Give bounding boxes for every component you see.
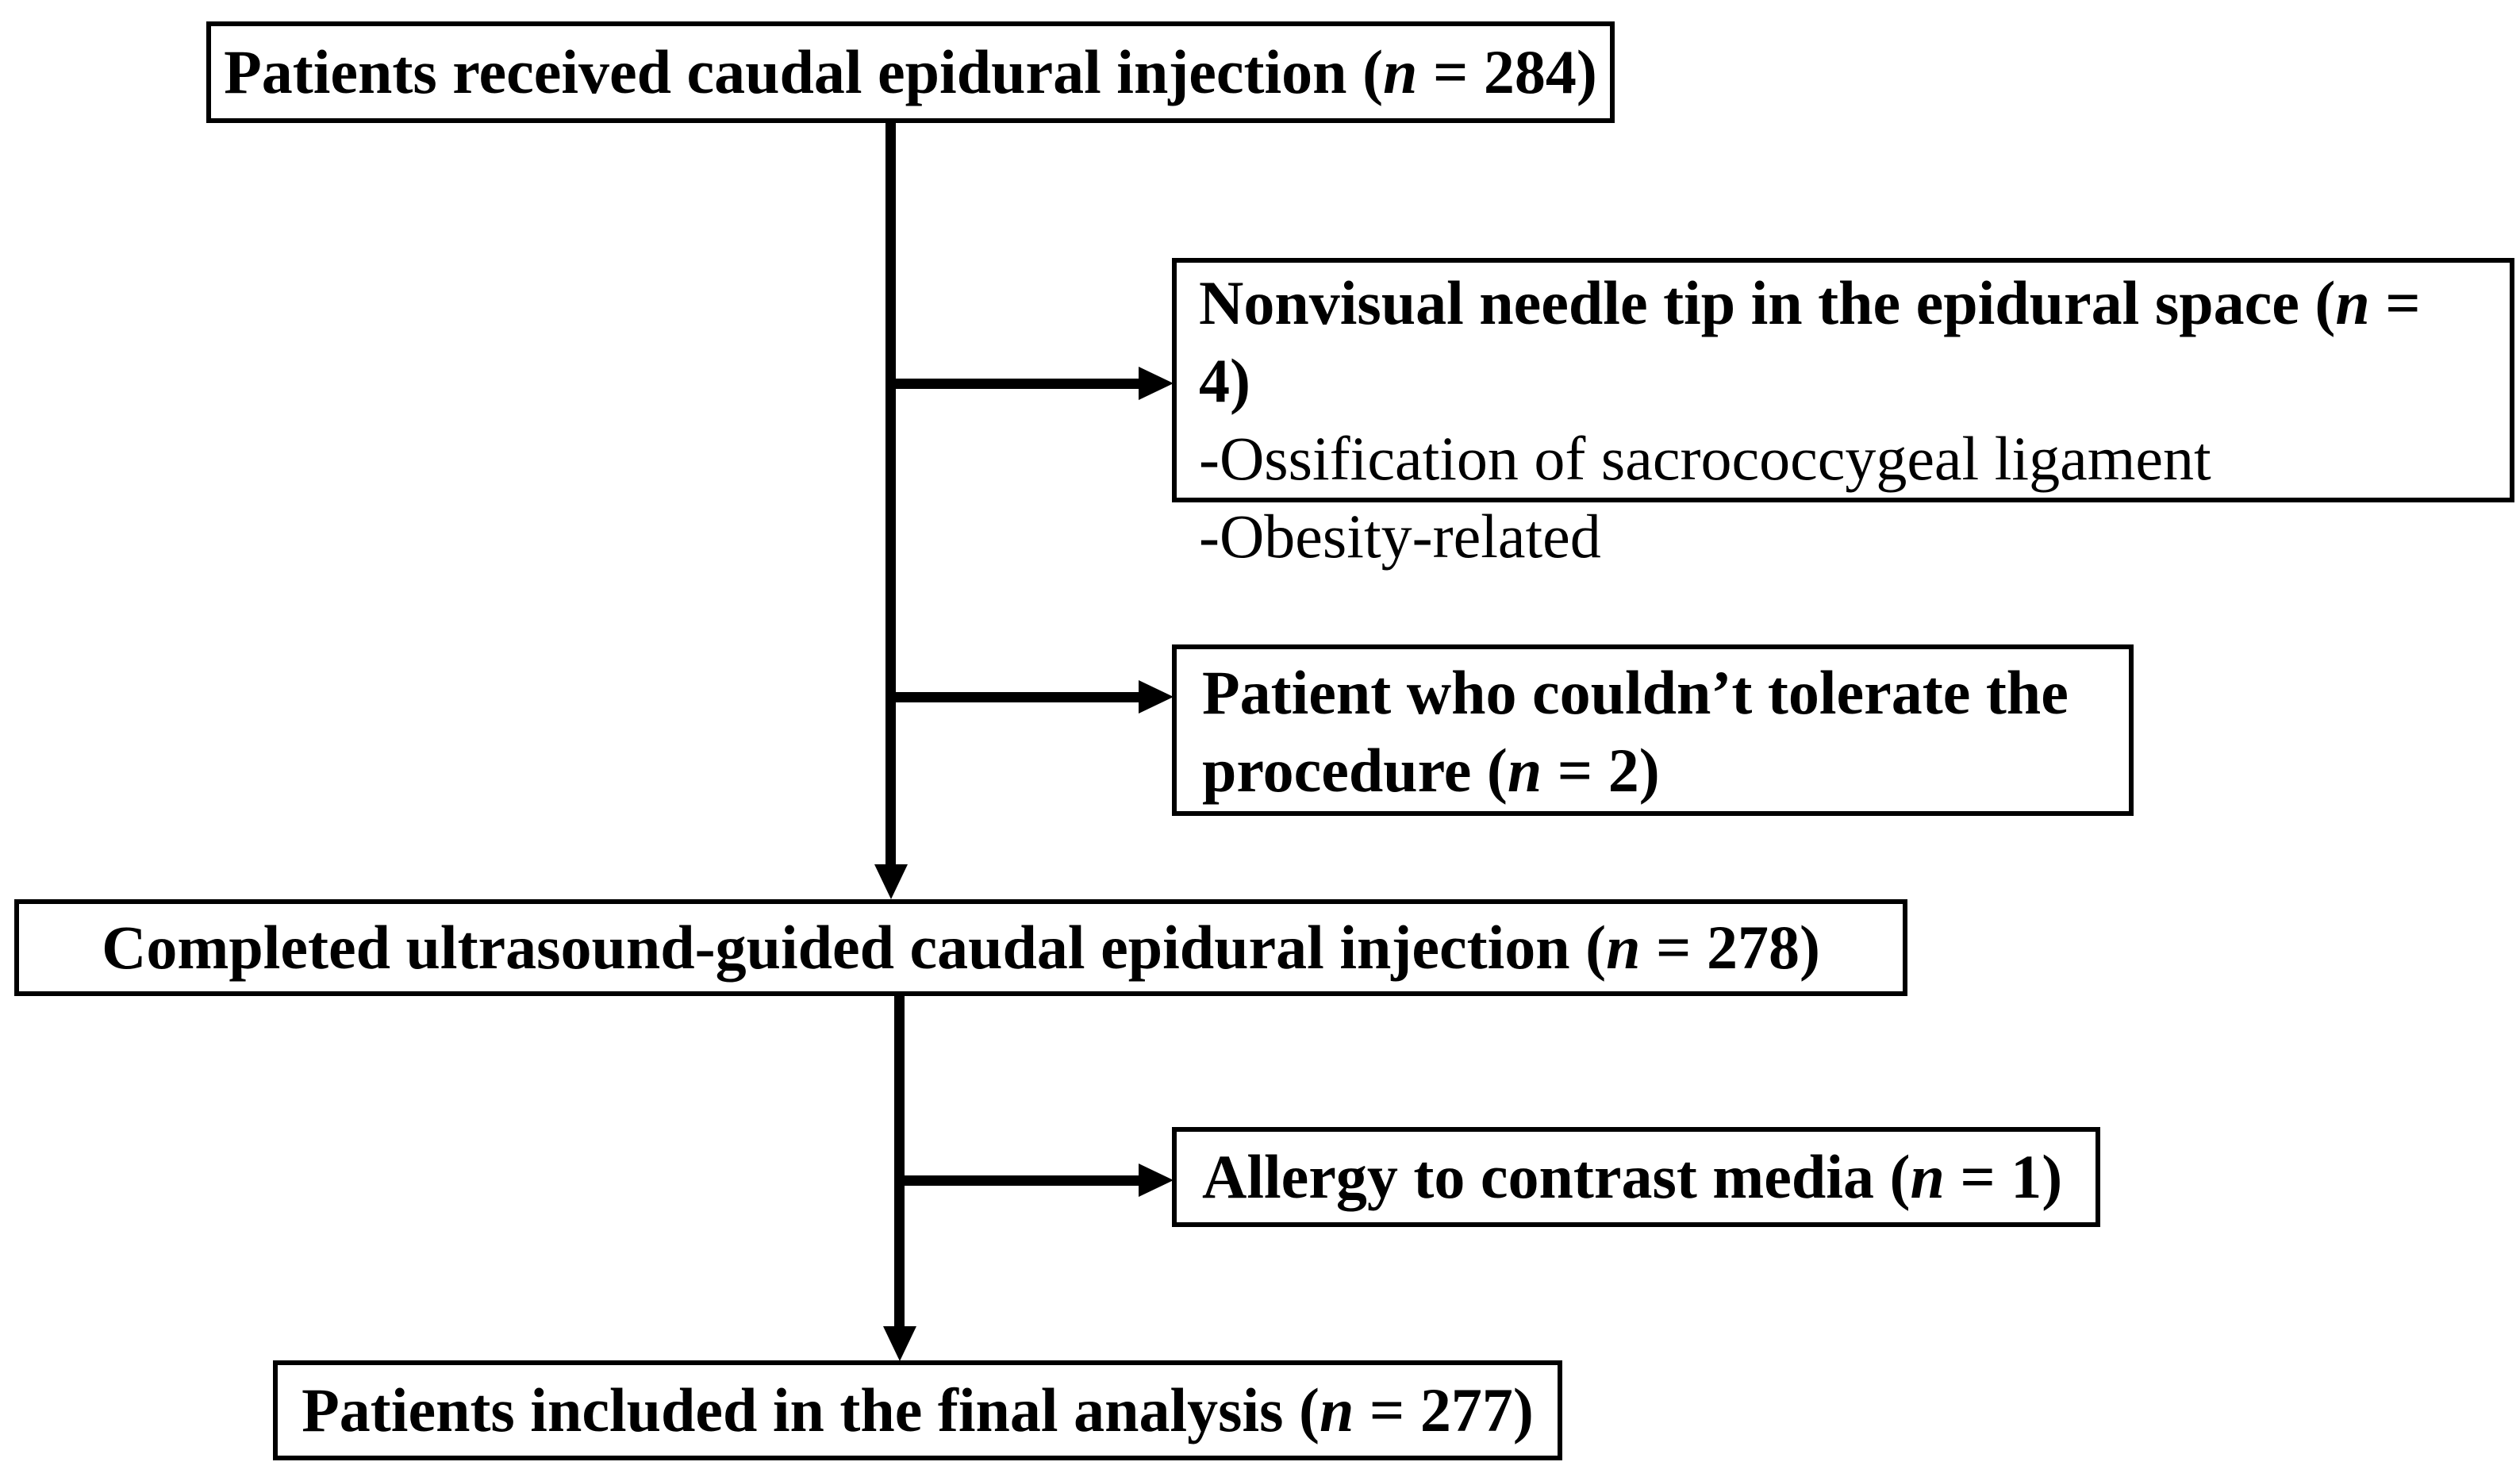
box-exclusion-intolerance-line1: Patient who couldn’t tolerate the	[1202, 658, 2069, 727]
arrowhead-down-received-to-completed	[874, 864, 908, 899]
connector-received-to-completed	[885, 123, 896, 866]
box-patients-received-label: Patients received caudal epidural inject…	[224, 37, 1597, 106]
exclusion-reason-item: -Obesity-related	[1199, 502, 1601, 571]
arrowhead-right-intolerance	[1139, 680, 1174, 714]
box-patients-received: Patients received caudal epidural inject…	[206, 21, 1615, 123]
box-exclusion-nonvisual-title: Nonvisual needle tip in the epidural spa…	[1199, 268, 2421, 415]
box-completed-injection: Completed ultrasound-guided caudal epidu…	[14, 899, 1907, 996]
box-exclusion-intolerance-line2: procedure (n = 2)	[1202, 736, 1660, 805]
connector-branch-allergy	[899, 1175, 1145, 1186]
connector-completed-to-final	[894, 996, 905, 1328]
arrowhead-right-nonvisual	[1139, 367, 1174, 400]
connector-branch-intolerance	[890, 692, 1144, 702]
box-exclusion-intolerance: Patient who couldn’t tolerate the proced…	[1172, 644, 2134, 816]
box-final-analysis: Patients included in the final analysis …	[273, 1360, 1562, 1460]
italic-n: n	[2335, 268, 2370, 337]
italic-n: n	[1910, 1142, 1945, 1211]
connector-branch-nonvisual	[890, 379, 1144, 389]
box-exclusion-nonvisual: Nonvisual needle tip in the epidural spa…	[1172, 258, 2514, 571]
box-final-analysis-label: Patients included in the final analysis …	[302, 1375, 1534, 1444]
box-exclusion-allergy: Allergy to contrast media (n = 1)	[1172, 1127, 2100, 1227]
italic-n: n	[1320, 1375, 1354, 1444]
italic-n: n	[1606, 913, 1641, 982]
arrowhead-down-completed-to-final	[883, 1326, 916, 1361]
italic-n: n	[1383, 37, 1418, 106]
italic-n: n	[1507, 736, 1542, 805]
box-exclusion-allergy-label: Allergy to contrast media (n = 1)	[1202, 1142, 2063, 1211]
arrowhead-right-allergy	[1139, 1164, 1174, 1197]
exclusion-reason-item: -Ossification of sacrococcygeal ligament	[1199, 424, 2211, 493]
box-completed-injection-label: Completed ultrasound-guided caudal epidu…	[102, 913, 1820, 982]
